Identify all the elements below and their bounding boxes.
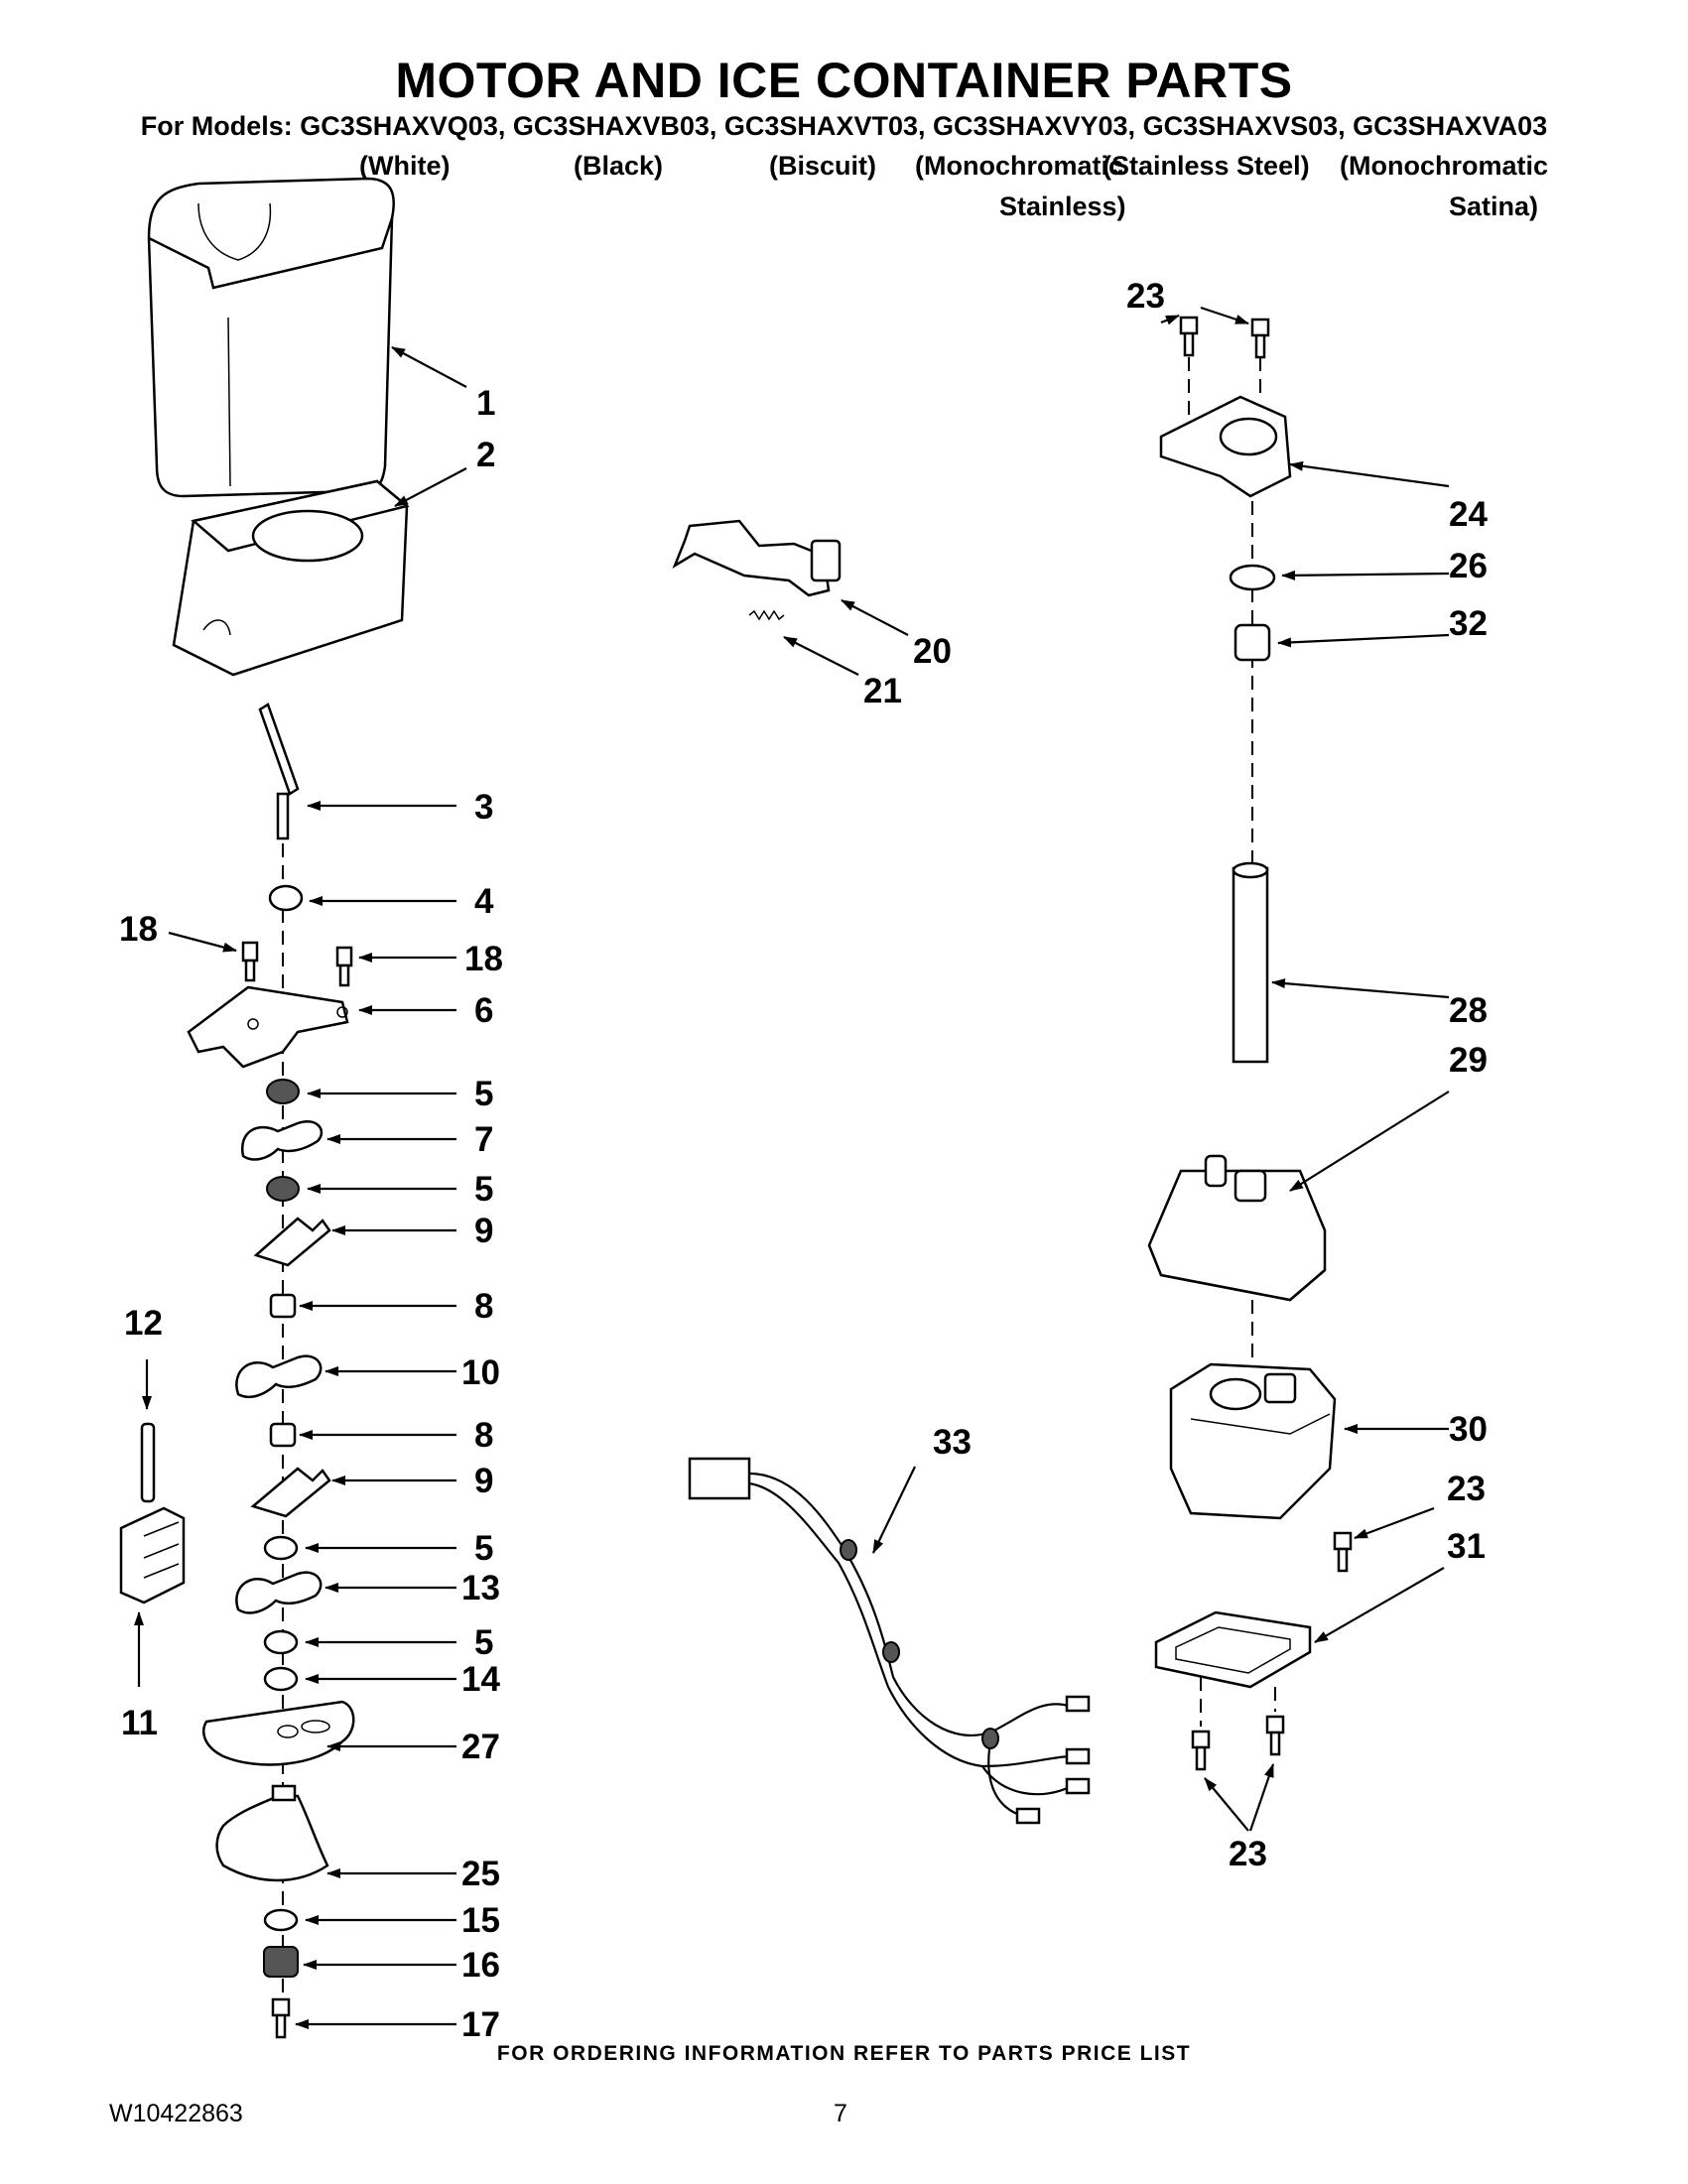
blade-part-7 (240, 1120, 324, 1161)
callout-30: 30 (1449, 1410, 1488, 1449)
screw-part-23-bottom-left (1191, 1730, 1211, 1771)
callout-11: 11 (121, 1704, 158, 1742)
nut-part-16 (263, 1946, 299, 1978)
callout-5c: 5 (474, 1529, 493, 1568)
blade-part-9b (250, 1467, 331, 1518)
callout-33: 33 (933, 1423, 972, 1462)
washer-part-15 (263, 1908, 299, 1932)
callout-8b: 8 (474, 1416, 493, 1455)
ring-part-26 (1229, 564, 1276, 591)
blade-part-9a (253, 1217, 331, 1267)
callout-29: 29 (1449, 1041, 1488, 1080)
color-stainless-steel: (Stainless Steel) (1103, 151, 1310, 181)
crank-rod-part (258, 703, 300, 840)
screw-part-17 (271, 1997, 291, 2039)
callout-20: 20 (913, 632, 952, 671)
callout-25: 25 (461, 1855, 500, 1893)
spacer-part-5a (266, 1079, 300, 1104)
callout-5b: 5 (474, 1170, 493, 1209)
callout-9b: 9 (474, 1462, 493, 1500)
color-monochromatic-stainless-line1: (Monochromatic (915, 151, 1124, 181)
callout-18-right: 18 (464, 940, 503, 978)
screw-part-23-top-left (1179, 316, 1199, 357)
page-title: MOTOR AND ICE CONTAINER PARTS (395, 53, 1293, 108)
bearing-plate-part-24 (1159, 395, 1292, 498)
callout-7: 7 (474, 1120, 493, 1159)
wire-harness-part-33 (688, 1457, 1091, 1825)
callout-23-top: 23 (1126, 277, 1165, 316)
spring-part-21 (748, 609, 785, 621)
color-monochromatic-satina-line2: Satina) (1449, 192, 1539, 221)
spacer-part-5d (263, 1629, 299, 1655)
auger-blade-part-25 (215, 1784, 329, 1882)
callout-13: 13 (461, 1569, 500, 1607)
callout-21: 21 (863, 672, 902, 710)
washer-part-14 (263, 1666, 299, 1692)
color-biscuit: (Biscuit) (769, 151, 876, 181)
shaft-part-28 (1232, 861, 1269, 1064)
blade-part-13 (235, 1571, 323, 1614)
gasket-part-31 (1154, 1610, 1312, 1689)
callout-9a: 9 (474, 1212, 493, 1250)
callout-23-middle: 23 (1447, 1470, 1486, 1508)
motor-cover-part-29 (1147, 1154, 1327, 1302)
callout-28: 28 (1449, 991, 1488, 1030)
ice-container-part (147, 177, 395, 498)
bushing-part-32 (1234, 623, 1271, 662)
callout-12: 12 (124, 1304, 163, 1343)
screw-part-23-bottom-right (1265, 1715, 1285, 1756)
callout-5a: 5 (474, 1075, 493, 1113)
plate-part-27 (202, 1700, 355, 1766)
callout-8a: 8 (474, 1287, 493, 1326)
callout-32: 32 (1449, 604, 1488, 643)
screw-part-18-right (335, 946, 353, 987)
page-number: 7 (834, 2100, 847, 2127)
spacer-part-5c (263, 1535, 299, 1561)
spacer-part-5b (266, 1176, 300, 1202)
callout-16: 16 (461, 1946, 500, 1985)
bushing-part-8b (269, 1422, 297, 1448)
callout-17: 17 (461, 2005, 500, 2044)
callout-31: 31 (1447, 1527, 1486, 1566)
callout-15: 15 (461, 1901, 500, 1940)
callout-6: 6 (474, 991, 493, 1030)
pin-part-12 (140, 1422, 156, 1503)
bushing-part-8a (269, 1293, 297, 1319)
color-black: (Black) (574, 151, 664, 181)
auger-housing-part (172, 479, 410, 677)
callout-10: 10 (461, 1353, 500, 1392)
models-line: For Models: GC3SHAXVQ03, GC3SHAXVB03, GC… (140, 111, 1548, 141)
block-part-11 (119, 1506, 186, 1605)
screw-part-23-top-right (1250, 318, 1270, 359)
bracket-part-20 (672, 519, 842, 597)
screw-part-18-left (241, 941, 259, 982)
washer-part-4 (268, 884, 304, 912)
callout-3: 3 (474, 788, 493, 827)
blade-part-10 (235, 1354, 323, 1399)
document-number: W10422863 (109, 2100, 243, 2127)
callout-27: 27 (461, 1728, 500, 1766)
callout-2: 2 (476, 436, 495, 474)
callout-1: 1 (476, 384, 495, 423)
ordering-note: FOR ORDERING INFORMATION REFER TO PARTS … (496, 2042, 1192, 2065)
bracket-part-6 (187, 985, 349, 1069)
screw-part-23-middle (1333, 1531, 1353, 1573)
color-monochromatic-stainless-line2: Stainless) (999, 192, 1126, 221)
color-white: (White) (359, 151, 451, 181)
motor-part-30 (1169, 1362, 1337, 1520)
callout-5d: 5 (474, 1623, 493, 1662)
callout-23-bottom: 23 (1229, 1835, 1267, 1873)
callout-14: 14 (461, 1660, 500, 1699)
callout-4: 4 (474, 882, 494, 921)
color-monochromatic-satina-line1: (Monochromatic (1340, 151, 1549, 181)
callout-24: 24 (1449, 495, 1488, 534)
callout-26: 26 (1449, 547, 1488, 585)
callout-18-left: 18 (119, 910, 158, 949)
